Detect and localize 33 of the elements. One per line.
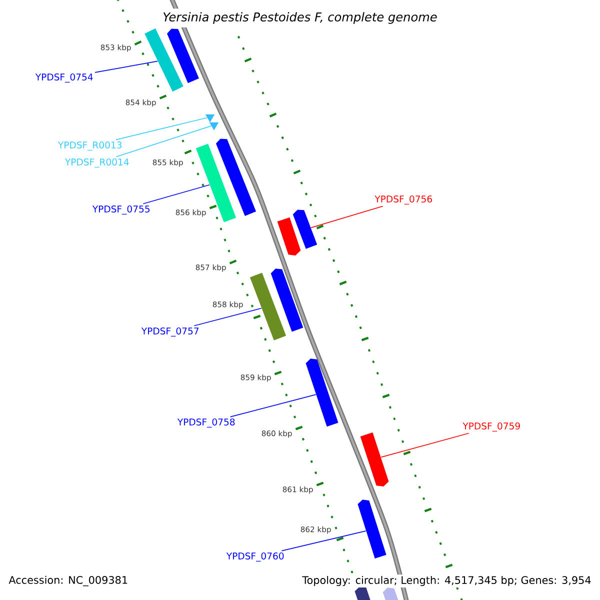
- gene-feature: [167, 28, 199, 84]
- gene-label: YPDSF_R0013: [58, 141, 122, 151]
- gene-label: YPDSF_0760: [226, 552, 284, 562]
- gene-feature: [306, 358, 338, 427]
- gene-feature: [360, 432, 389, 486]
- rna-feature: [205, 114, 215, 122]
- gene-label: YPDSF_0758: [177, 418, 235, 428]
- gene-feature: [358, 500, 386, 558]
- leader-line: [281, 530, 366, 552]
- cog-feature: [250, 272, 286, 340]
- leader-line: [142, 184, 210, 204]
- accession-text: Accession: NC_009381: [7, 574, 130, 588]
- gene-label: YPDSF_0759: [462, 422, 520, 432]
- gene-feature: [270, 268, 304, 332]
- leader-line: [116, 126, 212, 158]
- gene-feature: [216, 138, 256, 216]
- gene-label: YPDSF_R0014: [64, 158, 129, 168]
- leader-line: [230, 394, 316, 418]
- gene-label: YPDSF_0757: [141, 327, 199, 337]
- gene-label: YPDSF_0756: [374, 195, 432, 205]
- cog-feature: [144, 28, 184, 92]
- leader-line: [94, 60, 158, 73]
- genome-stats-text: Topology: circular; Length: 4,517,345 bp; Genes: 3,954: [300, 574, 593, 588]
- gene-label: YPDSF_0755: [92, 205, 150, 215]
- rna-feature: [209, 122, 219, 130]
- leader-line: [194, 308, 262, 326]
- title: Yersinia pestis Pestoides F, complete genome: [157, 8, 443, 28]
- leader-line: [380, 432, 470, 458]
- leader-line: [310, 206, 384, 228]
- leader-line: [115, 117, 208, 140]
- gene-feature: [292, 210, 318, 249]
- gene-feature: [277, 217, 301, 256]
- gene-label: YPDSF_0754: [35, 73, 93, 83]
